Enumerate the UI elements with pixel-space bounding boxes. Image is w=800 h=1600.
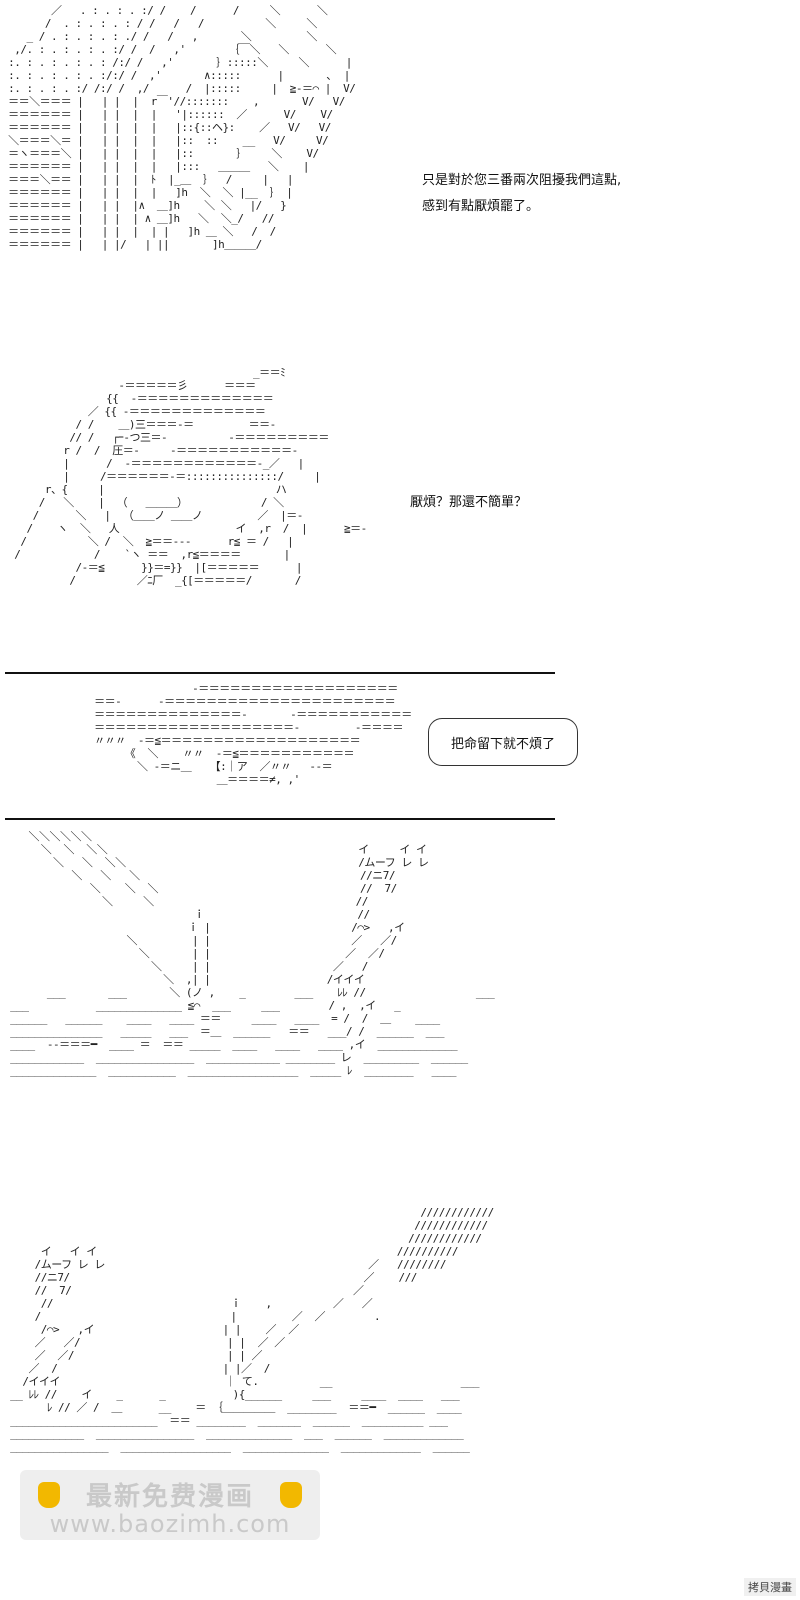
- pointing-hand-icon: [38, 1482, 60, 1508]
- panel-border-bottom: [5, 818, 555, 820]
- watermark-url: www.baozimh.com: [49, 1510, 291, 1538]
- corner-tag: 拷貝漫畫: [744, 1578, 796, 1596]
- dialogue-panel-2: 厭煩？那還不簡單？: [410, 490, 527, 516]
- panel-5: //////////// //////////// //////////// イ…: [0, 1200, 800, 1600]
- ascii-art-battle-scene-1: ＼＼＼＼＼＼ ＼ ＼ ＼＼ イ イ イ ＼ ＼ ＼＼ /ムーフ レ レ ＼ ＼ …: [10, 830, 495, 1077]
- dialogue-line: 只是對於您三番兩次阻擾我們這點,: [422, 173, 622, 188]
- panel-2: _＝＝ﾐ -＝＝＝＝＝彡 ＝＝＝ {{ -＝＝＝＝＝＝＝＝＝＝＝＝＝ ／ {{ …: [0, 340, 800, 670]
- panel-3: -＝＝＝＝＝＝＝＝＝＝＝＝＝＝＝＝＝＝＝ ＝＝- -＝＝＝＝＝＝＝＝＝＝＝＝＝＝…: [0, 676, 800, 816]
- ascii-art-figure-hooded: ／ . : . : . :/ / / / ＼ ＼ / . : . : . : /…: [8, 4, 356, 251]
- watermark-title: 最新免费漫画: [85, 1482, 254, 1512]
- speech-bubble: 把命留下就不煩了: [428, 718, 578, 766]
- watermark-banner: 最新免费漫画 www.baozimh.com: [20, 1470, 320, 1540]
- dialogue-panel-1: 只是對於您三番兩次阻擾我們這點, 感到有點厭煩罷了。: [422, 168, 621, 220]
- panel-4: ＼＼＼＼＼＼ ＼ ＼ ＼＼ イ イ イ ＼ ＼ ＼＼ /ムーフ レ レ ＼ ＼ …: [0, 830, 800, 1190]
- speech-bubble-text: 把命留下就不煩了: [450, 736, 555, 752]
- dialogue-line: 厭煩？那還不簡單？: [410, 495, 528, 510]
- dialogue-line: 感到有點厭煩罷了。: [422, 199, 540, 214]
- ascii-art-battle-scene-2: //////////// //////////// //////////// イ…: [10, 1206, 494, 1453]
- panel-1: ／ . : . : . :/ / / / ＼ ＼ / . : . : . : /…: [0, 0, 800, 340]
- pointing-hand-icon: [280, 1482, 302, 1508]
- ascii-art-figure-grin: _＝＝ﾐ -＝＝＝＝＝彡 ＝＝＝ {{ -＝＝＝＝＝＝＝＝＝＝＝＝＝ ／ {{ …: [14, 366, 367, 587]
- ascii-art-closeup-eye: -＝＝＝＝＝＝＝＝＝＝＝＝＝＝＝＝＝＝＝ ＝＝- -＝＝＝＝＝＝＝＝＝＝＝＝＝＝…: [94, 682, 412, 786]
- panel-border-top: [5, 672, 555, 674]
